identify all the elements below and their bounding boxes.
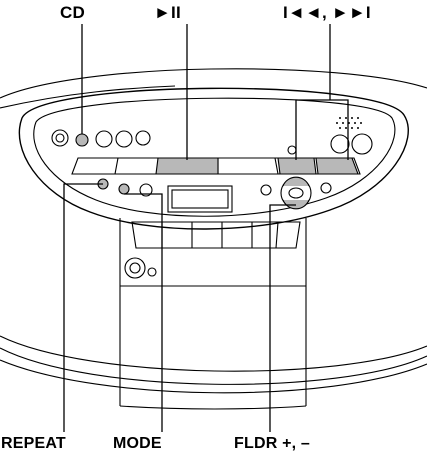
cd-button[interactable] (75, 133, 89, 147)
cd-label: CD (60, 3, 85, 22)
mode-button[interactable] (118, 183, 130, 195)
round-button[interactable] (330, 134, 350, 154)
round-button[interactable] (115, 130, 133, 148)
round-button[interactable] (351, 133, 373, 155)
speaker-grille (336, 117, 362, 129)
play-pause-label: ►II (154, 3, 181, 22)
display-window-inner (171, 189, 229, 209)
round-button[interactable] (260, 184, 272, 196)
lower-body (119, 218, 307, 410)
boombox-body (0, 68, 427, 394)
display-window (167, 185, 233, 213)
knob-left (51, 129, 69, 147)
skip-forward-button[interactable] (315, 157, 359, 175)
repeat-label: REPEAT (1, 435, 66, 452)
skip-back-button[interactable] (277, 157, 317, 175)
round-button[interactable] (135, 130, 151, 146)
round-button[interactable] (320, 182, 332, 194)
callout-lines (63, 24, 349, 432)
skip-label: I◄◄, ►►I (283, 3, 371, 22)
play-pause-button[interactable] (155, 157, 219, 175)
small-indicator (287, 145, 297, 155)
control-panel (18, 87, 409, 230)
headphone-jack (124, 257, 157, 279)
folder-jog[interactable] (280, 176, 312, 210)
cassette-keys[interactable] (131, 221, 301, 249)
folder-label: FLDR +, – (234, 435, 311, 452)
round-button[interactable] (139, 183, 153, 197)
round-button[interactable] (95, 130, 113, 148)
mode-label: MODE (113, 435, 162, 452)
